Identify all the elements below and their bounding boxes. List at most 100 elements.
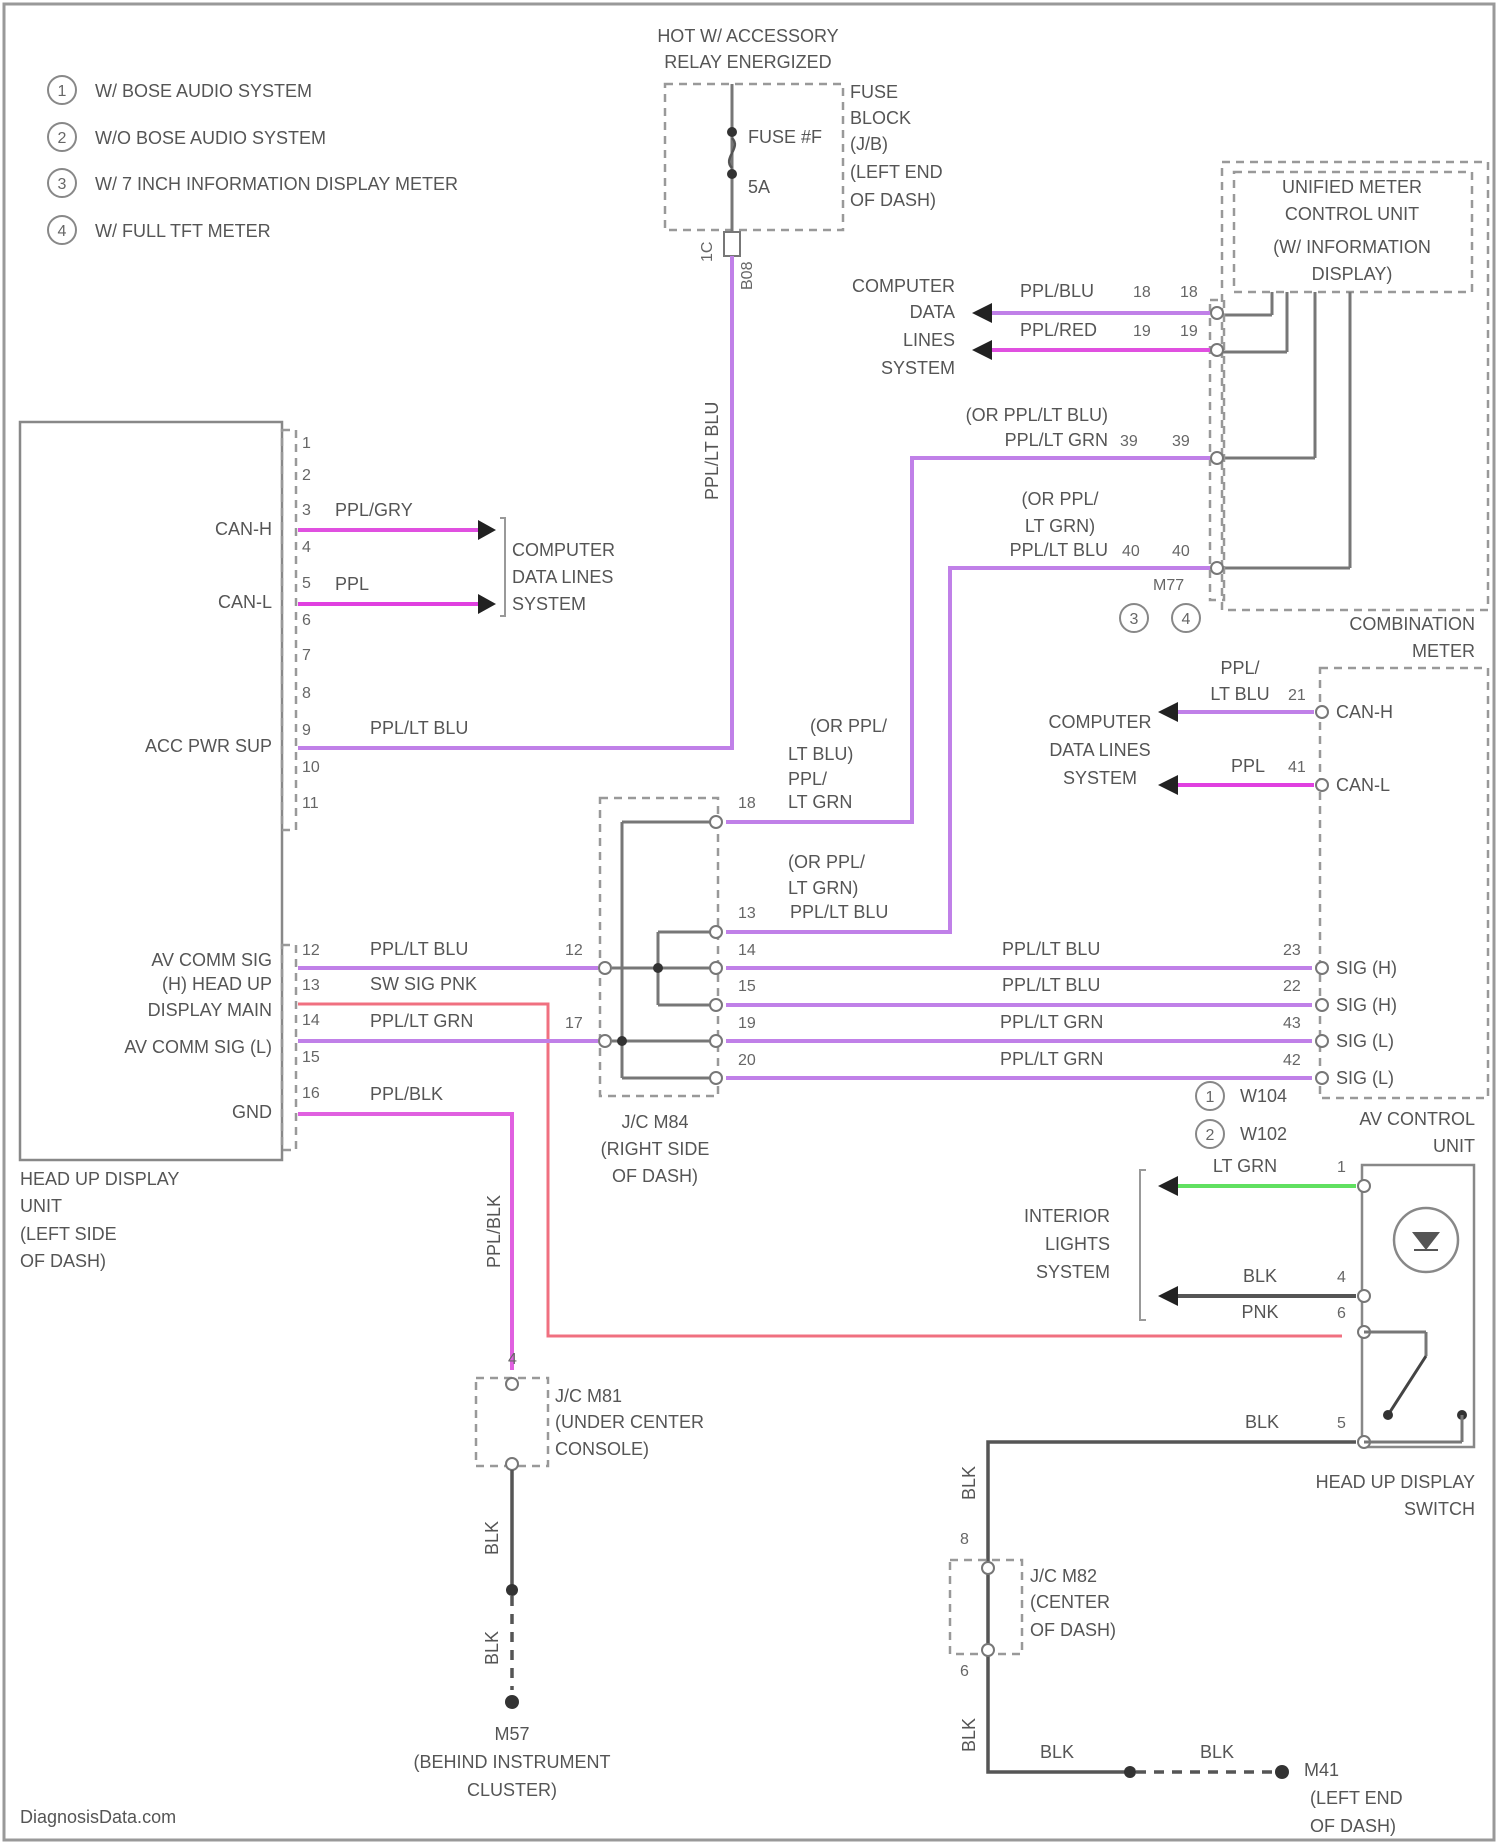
svg-text:8: 8 [302, 685, 311, 702]
svg-text:LT GRN): LT GRN) [1025, 516, 1095, 536]
svg-text:4: 4 [58, 223, 67, 240]
svg-text:CAN-H: CAN-H [1336, 702, 1393, 722]
svg-text:1: 1 [1337, 1159, 1346, 1176]
svg-text:OF DASH): OF DASH) [612, 1166, 698, 1186]
svg-text:14: 14 [738, 942, 756, 959]
svg-text:SIG (H): SIG (H) [1336, 958, 1397, 978]
svg-text:CONTROL UNIT: CONTROL UNIT [1285, 204, 1419, 224]
svg-text:SIG (L): SIG (L) [1336, 1068, 1394, 1088]
svg-text:PPL/LT BLU: PPL/LT BLU [1002, 939, 1100, 959]
svg-text:PPL/LT BLU: PPL/LT BLU [1002, 975, 1100, 995]
svg-text:W102: W102 [1240, 1124, 1287, 1144]
svg-text:LINES: LINES [903, 330, 955, 350]
svg-text:19: 19 [1133, 323, 1151, 340]
svg-text:J/C M81: J/C M81 [555, 1386, 622, 1406]
svg-text:J/C M82: J/C M82 [1030, 1566, 1097, 1586]
svg-text:PPL/: PPL/ [788, 769, 827, 789]
svg-text:6: 6 [1337, 1305, 1346, 1322]
svg-text:19: 19 [738, 1015, 756, 1032]
hud-av-comm-l-label: AV COMM SIG (L) [124, 1037, 272, 1057]
svg-text:18: 18 [738, 795, 756, 812]
svg-text:SWITCH: SWITCH [1404, 1499, 1475, 1519]
svg-text:M41: M41 [1304, 1760, 1339, 1780]
legend-text: W/ FULL TFT METER [95, 221, 271, 241]
svg-text:40: 40 [1172, 543, 1190, 560]
hud-av-comm-h-line3: DISPLAY MAIN [148, 1000, 272, 1020]
ground-left: PPL/BLK 4 J/C M81 (UNDER CENTER CONSOLE)… [414, 1195, 705, 1800]
svg-text:13: 13 [302, 977, 320, 994]
svg-text:SIG (H): SIG (H) [1336, 995, 1397, 1015]
svg-text:(CENTER: (CENTER [1030, 1592, 1110, 1612]
hud-switch-box [1362, 1165, 1474, 1447]
svg-text:SYSTEM: SYSTEM [881, 358, 955, 378]
svg-text:PNK: PNK [1241, 1302, 1278, 1322]
ground-right: BLK 8 J/C M82 (CENTER OF DASH) 6 BLK BLK… [950, 1466, 1403, 1836]
svg-text:4: 4 [302, 539, 311, 556]
switch-contact [1388, 1356, 1426, 1415]
svg-text:12: 12 [565, 942, 583, 959]
fuse-pin: 1C [699, 242, 716, 262]
svg-text:19: 19 [1180, 323, 1198, 340]
hud-can-l-label: CAN-L [218, 592, 272, 612]
legend-text: W/ BOSE AUDIO SYSTEM [95, 81, 312, 101]
head-up-display-unit: 1 2 3 4 5 6 7 8 9 10 11 12 13 14 15 16 C… [20, 422, 320, 1271]
svg-text:13: 13 [738, 905, 756, 922]
svg-text:SYSTEM: SYSTEM [1036, 1262, 1110, 1282]
svg-text:20: 20 [738, 1052, 756, 1069]
cdl-left-line: COMPUTER [512, 540, 615, 560]
svg-text:18: 18 [1180, 284, 1198, 301]
svg-text:(OR PPL/: (OR PPL/ [788, 852, 865, 872]
legend-text: W/ 7 INCH INFORMATION DISPLAY METER [95, 174, 458, 194]
fuse-block-line: (LEFT END [850, 162, 943, 182]
svg-text:W104: W104 [1240, 1086, 1287, 1106]
svg-text:PPL/BLK: PPL/BLK [370, 1084, 443, 1104]
cdl-left-line: DATA LINES [512, 567, 613, 587]
wire-hud-16 [298, 1114, 512, 1370]
svg-text:PPL/LT GRN: PPL/LT GRN [1000, 1012, 1103, 1032]
fuse-header-line1: HOT W/ ACCESSORY [657, 26, 838, 46]
svg-text:15: 15 [302, 1049, 320, 1066]
svg-text:OF DASH): OF DASH) [1030, 1620, 1116, 1640]
svg-text:CAN-L: CAN-L [1336, 775, 1390, 795]
svg-text:18: 18 [1133, 284, 1151, 301]
svg-text:BLK: BLK [959, 1718, 979, 1752]
av-control-unit: CAN-H CAN-L SIG (H) SIG (H) SIG (L) SIG … [1316, 668, 1488, 1156]
svg-text:LT GRN: LT GRN [1213, 1156, 1277, 1176]
cdl-left-line: SYSTEM [512, 594, 586, 614]
svg-text:23: 23 [1283, 942, 1301, 959]
svg-text:DATA LINES: DATA LINES [1049, 740, 1150, 760]
fuse-block-line: OF DASH) [850, 190, 936, 210]
svg-text:PPL/: PPL/ [1220, 658, 1259, 678]
svg-text:2: 2 [302, 467, 311, 484]
svg-text:AV CONTROL: AV CONTROL [1359, 1109, 1475, 1129]
svg-text:LT GRN: LT GRN [788, 792, 852, 812]
svg-text:4: 4 [1337, 1269, 1346, 1286]
svg-text:DATA: DATA [910, 302, 955, 322]
svg-text:40: 40 [1122, 543, 1140, 560]
svg-text:COMPUTER: COMPUTER [1049, 712, 1152, 732]
svg-text:1: 1 [302, 435, 311, 452]
svg-text:5: 5 [1337, 1415, 1346, 1432]
hud-av-comm-h-line1: AV COMM SIG [151, 950, 272, 970]
wire-can-h-label: PPL/GRY [335, 500, 413, 520]
svg-text:15: 15 [738, 978, 756, 995]
svg-text:INTERIOR: INTERIOR [1024, 1206, 1110, 1226]
svg-text:3: 3 [58, 176, 67, 193]
svg-text:SW SIG PNK: SW SIG PNK [370, 974, 477, 994]
svg-text:(LEFT END: (LEFT END [1310, 1788, 1403, 1808]
legend: 1 W/ BOSE AUDIO SYSTEM 2 W/O BOSE AUDIO … [48, 76, 458, 244]
svg-text:PPL/LT GRN: PPL/LT GRN [1000, 1049, 1103, 1069]
legend-item: 3 W/ 7 INCH INFORMATION DISPLAY METER [48, 169, 458, 197]
svg-text:12: 12 [302, 942, 320, 959]
svg-text:LT BLU: LT BLU [1210, 684, 1269, 704]
svg-text:(OR PPL/LT BLU): (OR PPL/LT BLU) [966, 405, 1108, 425]
legend-item: 4 W/ FULL TFT METER [48, 216, 271, 244]
wire-meter-39 [726, 458, 1210, 822]
fuse-block-line: (J/B) [850, 134, 888, 154]
hud-unit-title: OF DASH) [20, 1251, 106, 1271]
fuse-block-line: BLOCK [850, 108, 911, 128]
fuse-wire-label: PPL/LT BLU [702, 402, 722, 500]
svg-text:BLK: BLK [959, 1466, 979, 1500]
svg-text:6: 6 [960, 1663, 969, 1680]
